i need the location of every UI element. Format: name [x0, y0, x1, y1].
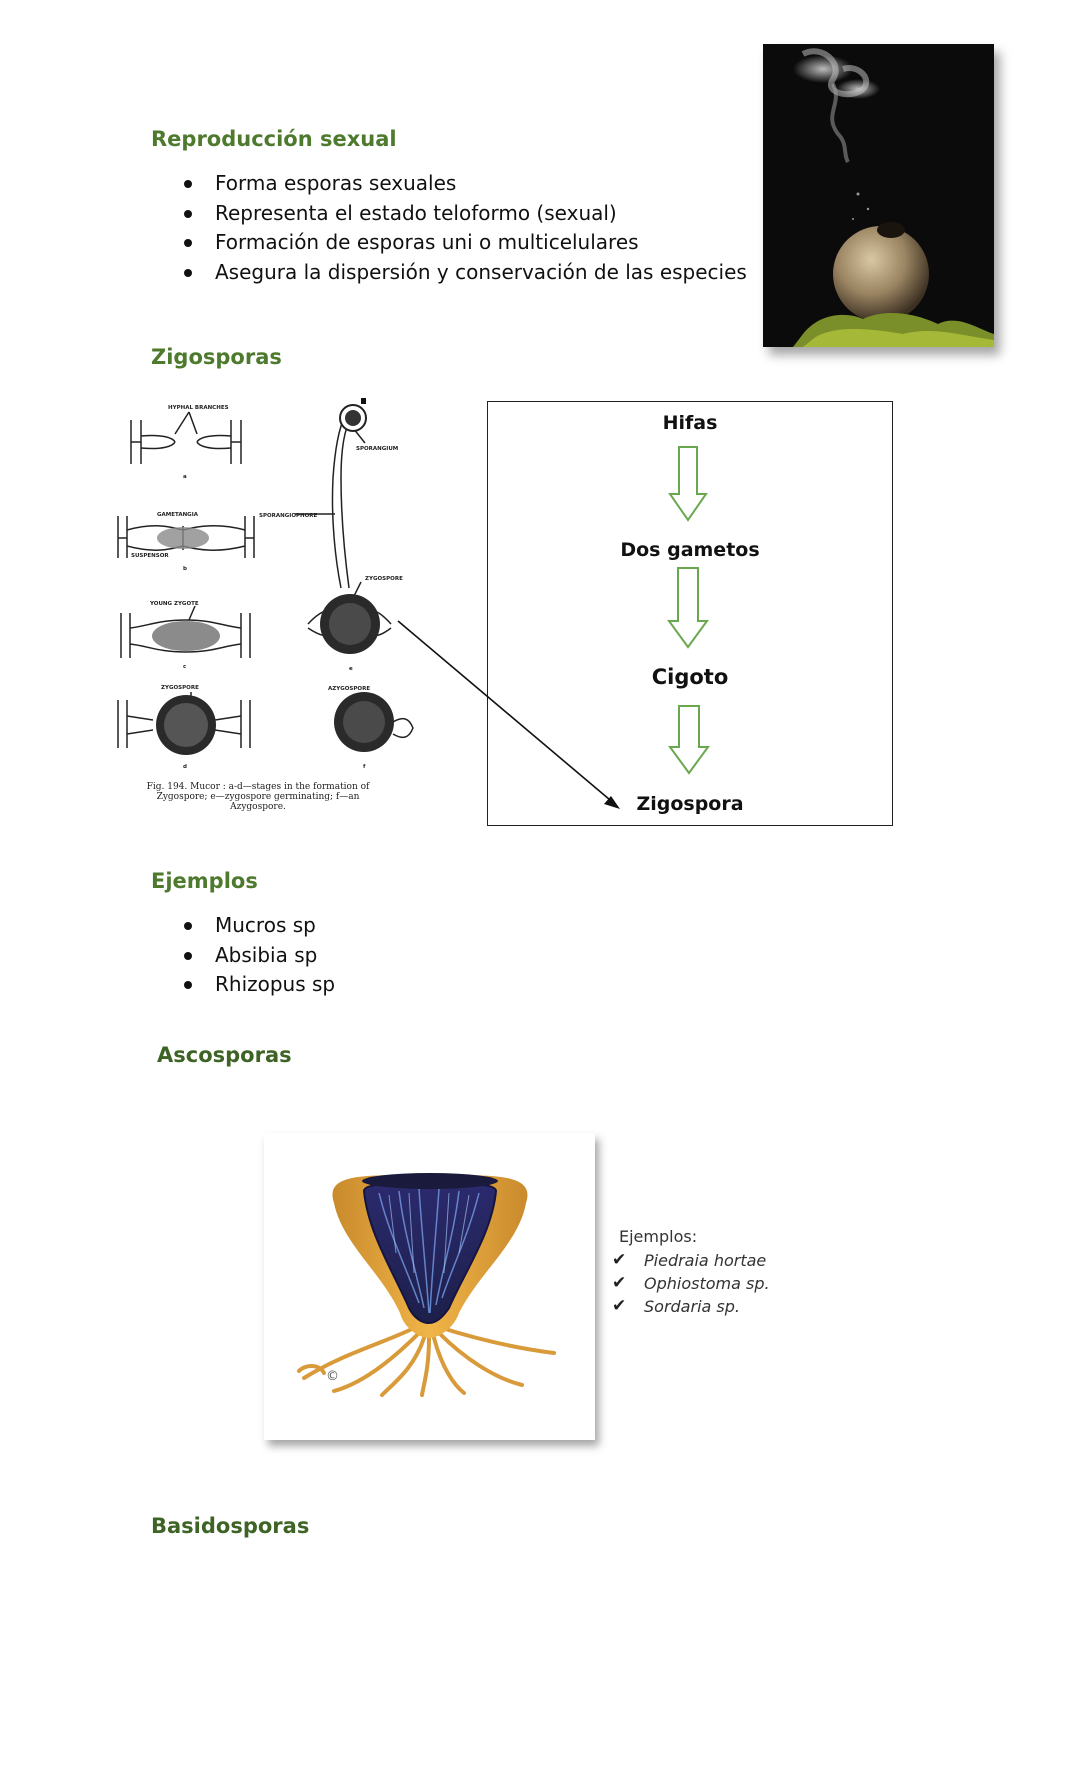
section-title-basidiosporas: Basidosporas [151, 1514, 310, 1538]
section-title-ascosporas: Ascosporas [157, 1043, 292, 1067]
flow-step-hifas: Hifas [662, 412, 718, 434]
puffball-photo [763, 44, 994, 347]
label-zygospore-e: ZYGOSPORE [365, 576, 403, 582]
down-arrow-icon [668, 705, 710, 775]
bullet-icon [184, 180, 192, 188]
list-item: ✔Piedraia hortae [612, 1250, 767, 1270]
list-item: ✔Sordaria sp. [612, 1296, 740, 1316]
check-icon: ✔ [612, 1250, 627, 1270]
ascocarp-illustration: © [297, 1173, 556, 1397]
list-item: Mucros sp [154, 911, 554, 941]
list-item: Formación de esporas uni o multicelulare… [154, 228, 774, 258]
label-sporangium: SPORANGIUM [356, 446, 398, 452]
down-arrow-icon [667, 567, 709, 649]
list-item: Forma esporas sexuales [154, 169, 774, 199]
label-suspensor: SUSPENSOR [131, 553, 169, 559]
flow-step-cigoto: Cigoto [651, 665, 729, 689]
ascocarp-image: © [264, 1133, 595, 1440]
section-title-ejemplos: Ejemplos [151, 869, 258, 893]
label-d: d [183, 764, 187, 770]
label-sporangiophore: SPORANGIOPHORE [259, 513, 318, 519]
bullet-icon [184, 981, 192, 989]
list-item: Absibia sp [154, 941, 554, 971]
bullet-icon [184, 209, 192, 218]
check-icon: ✔ [612, 1296, 627, 1316]
label-e: e [349, 666, 353, 672]
bullet-icon [184, 268, 192, 277]
label-f: f [363, 764, 366, 770]
list-item: ✔Ophiostoma sp. [612, 1273, 770, 1293]
zigospora-flow-box: Hifas Dos gametos Cigoto Zigospora [487, 401, 893, 826]
reproduccion-list: Forma esporas sexuales Representa el est… [154, 169, 774, 287]
bullet-icon [184, 239, 192, 247]
bullet-icon [184, 922, 192, 930]
mucor-diagram: HYPHAL BRANCHES a GAMETANGIA SPORANGIOPH… [113, 398, 423, 818]
copyright-icon: © [326, 1369, 339, 1384]
list-item: Asegura la dispersión y conservación de … [154, 258, 774, 288]
section-title-zigosporas: Zigosporas [151, 345, 282, 369]
label-young-zygote: YOUNG ZYGOTE [149, 601, 199, 607]
flow-step-zigospora: Zigospora [636, 793, 744, 815]
connector-arrow [397, 620, 620, 809]
ascosporas-examples-title: Ejemplos: [619, 1227, 698, 1246]
flow-step-dos-gametos: Dos gametos [620, 539, 760, 561]
label-a: a [183, 474, 187, 480]
list-item: Rhizopus sp [154, 970, 554, 1000]
down-arrow-icon [668, 446, 708, 522]
ejemplos-list: Mucros sp Absibia sp Rhizopus sp [154, 911, 554, 1000]
check-icon: ✔ [612, 1273, 627, 1293]
list-item: Representa el estado teloformo (sexual) [154, 199, 774, 229]
mucor-caption: Fig. 194. Mucor : a-d—stages in the form… [146, 782, 370, 812]
puffball-illustration [793, 48, 994, 347]
label-gametangia: GAMETANGIA [157, 512, 199, 518]
bullet-icon [184, 951, 192, 960]
ascosporas-examples: Ejemplos: ✔Piedraia hortae ✔Ophiostoma s… [612, 1227, 862, 1318]
label-c: c [183, 664, 186, 670]
mucor-stages-illustration: HYPHAL BRANCHES a GAMETANGIA SPORANGIOPH… [117, 398, 414, 770]
label-azygospore: AZYGOSPORE [328, 686, 370, 692]
label-zygospore-d: ZYGOSPORE [161, 685, 199, 691]
section-title-reproduccion: Reproducción sexual [151, 127, 397, 151]
label-b: b [183, 566, 187, 572]
label-hyphal-branches: HYPHAL BRANCHES [168, 405, 229, 411]
